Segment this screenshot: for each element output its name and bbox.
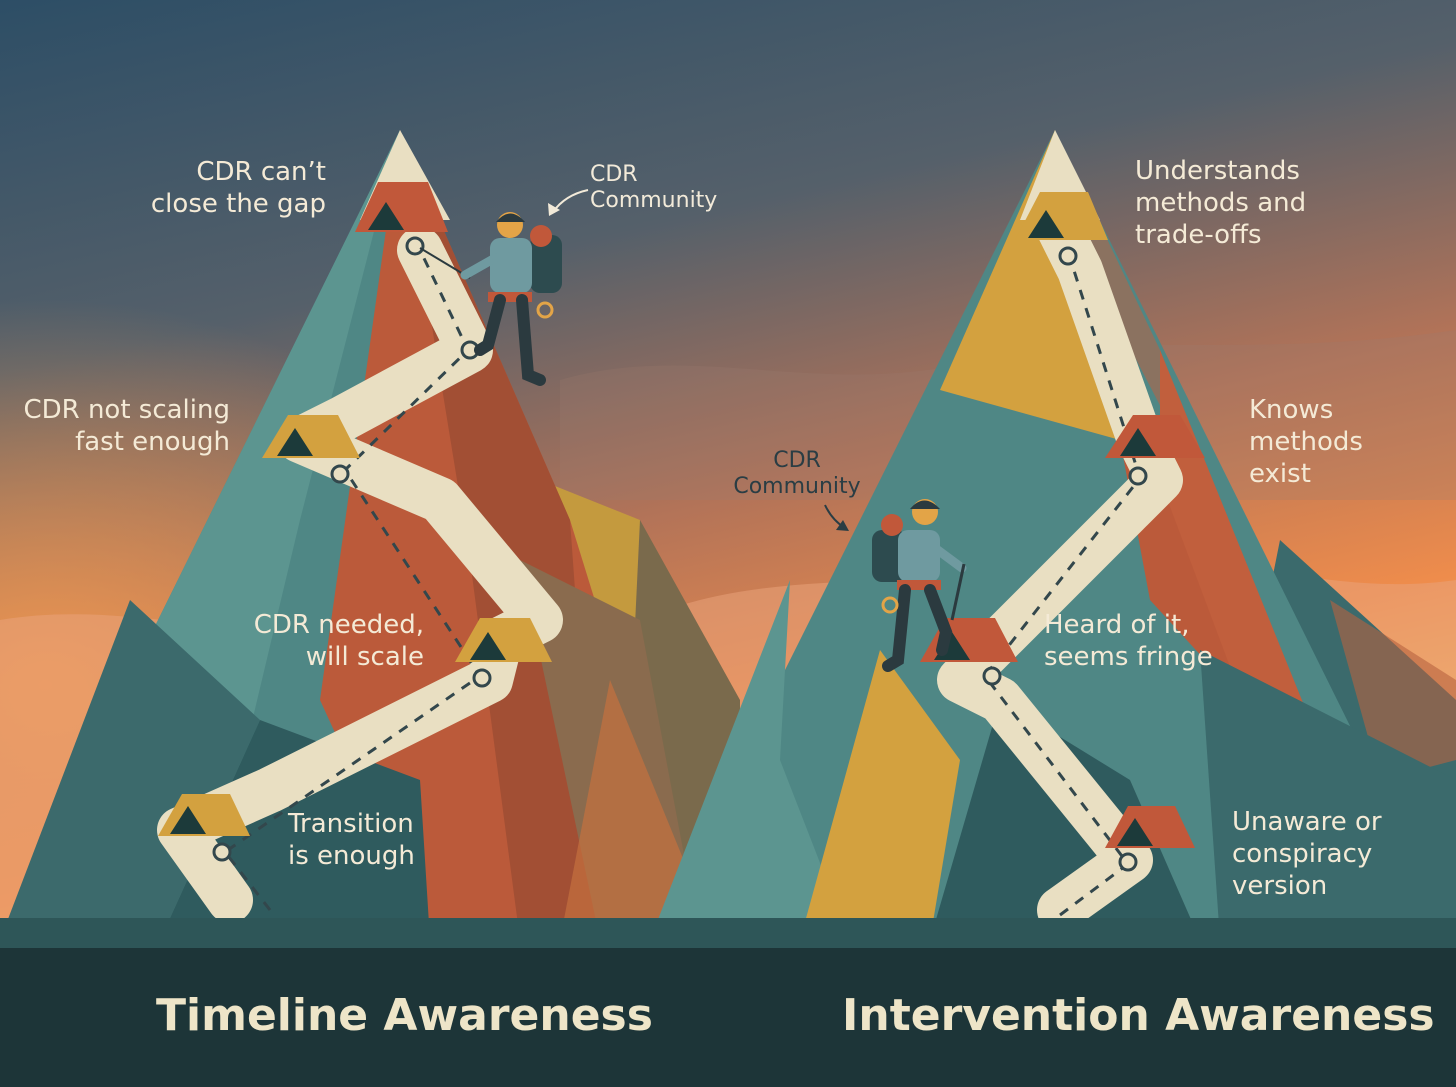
right-level-2-label: Heard of it, seems fringe <box>1044 609 1234 673</box>
left-climber-label: CDR Community <box>590 162 730 214</box>
waypoint-marker <box>1130 468 1146 484</box>
right-level-4-label: Understands methods and trade-offs <box>1135 155 1335 251</box>
waypoint-marker <box>1060 248 1076 264</box>
waypoint-marker <box>214 844 230 860</box>
right-level-1-label: Unaware or conspiracy version <box>1232 806 1422 902</box>
left-level-4-label: CDR can’t close the gap <box>110 156 326 220</box>
waypoint-marker <box>474 670 490 686</box>
left-level-1-label: Transition is enough <box>288 808 448 872</box>
right-mountain-title: Intervention Awareness <box>842 990 1435 1042</box>
waypoint-marker <box>407 238 423 254</box>
right-level-3-label: Knows methods exist <box>1249 394 1389 490</box>
waypoint-marker <box>1120 854 1136 870</box>
left-mountain-title: Timeline Awareness <box>156 990 653 1042</box>
waypoint-marker <box>984 668 1000 684</box>
left-level-2-label: CDR needed, will scale <box>230 609 424 673</box>
left-level-3-label: CDR not scaling fast enough <box>10 394 230 458</box>
right-climber-label: CDR Community <box>722 448 872 500</box>
ground-band <box>0 918 1456 950</box>
waypoint-marker <box>332 466 348 482</box>
